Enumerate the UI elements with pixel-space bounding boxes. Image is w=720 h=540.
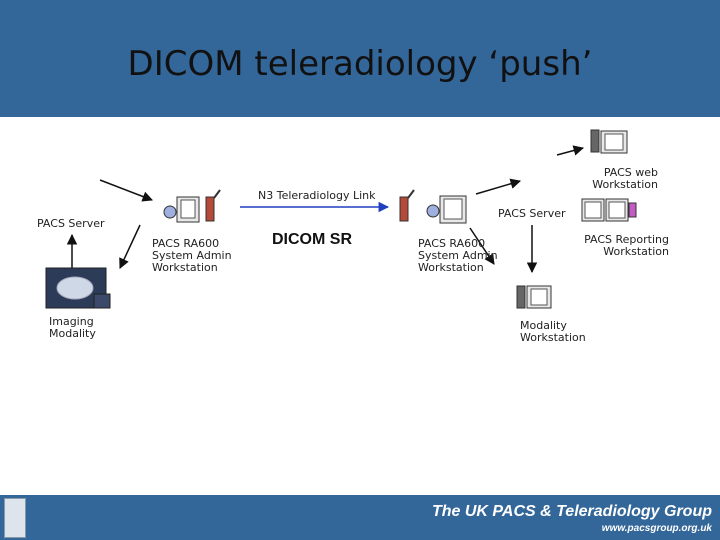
ra600-right-icon	[399, 189, 467, 224]
arrow-ra600-right-down	[469, 227, 495, 265]
footer-url[interactable]: www.pacsgroup.org.uk	[601, 523, 712, 534]
ra600-left-label: PACS RA600 System Admin Workstation	[152, 237, 232, 274]
arrow-ra600-to-server	[119, 224, 141, 269]
pacs-reporting-ws-icon	[581, 198, 637, 222]
imaging-modality-label: Imaging Modality	[49, 315, 96, 340]
modality-ws-label: Modality Workstation	[520, 319, 586, 344]
group-logo-icon	[4, 498, 26, 538]
arrow-to-right-server	[475, 178, 522, 195]
pacs-server-left-label: PACS Server	[37, 217, 105, 230]
network-diagram	[45, 129, 637, 309]
arrow-left-to-ra600	[99, 179, 153, 202]
arrow-to-web-ws	[556, 145, 585, 156]
n3-link-label: N3 Teleradiology Link	[258, 189, 376, 202]
title-bar: DICOM teleradiology ‘push’	[0, 0, 720, 117]
slide-title: DICOM teleradiology ‘push’	[127, 44, 593, 84]
footer-bar: The UK PACS & Teleradiology Group www.pa…	[0, 495, 720, 540]
pacs-reporting-label: PACS Reporting Workstation	[584, 233, 669, 258]
pacs-web-label: PACS web Workstation	[592, 166, 658, 191]
imaging-modality-icon	[45, 267, 111, 309]
ra600-left-icon	[163, 189, 221, 223]
modality-ws-icon	[516, 285, 552, 309]
ra600-right-label: PACS RA600 System Admin Workstation	[418, 237, 498, 274]
pacs-server-right-label: PACS Server	[498, 207, 566, 220]
pacs-web-ws-icon	[590, 129, 628, 154]
dicom-sr-label: DICOM SR	[272, 231, 352, 248]
footer-title: The UK PACS & Teleradiology Group	[431, 503, 712, 520]
